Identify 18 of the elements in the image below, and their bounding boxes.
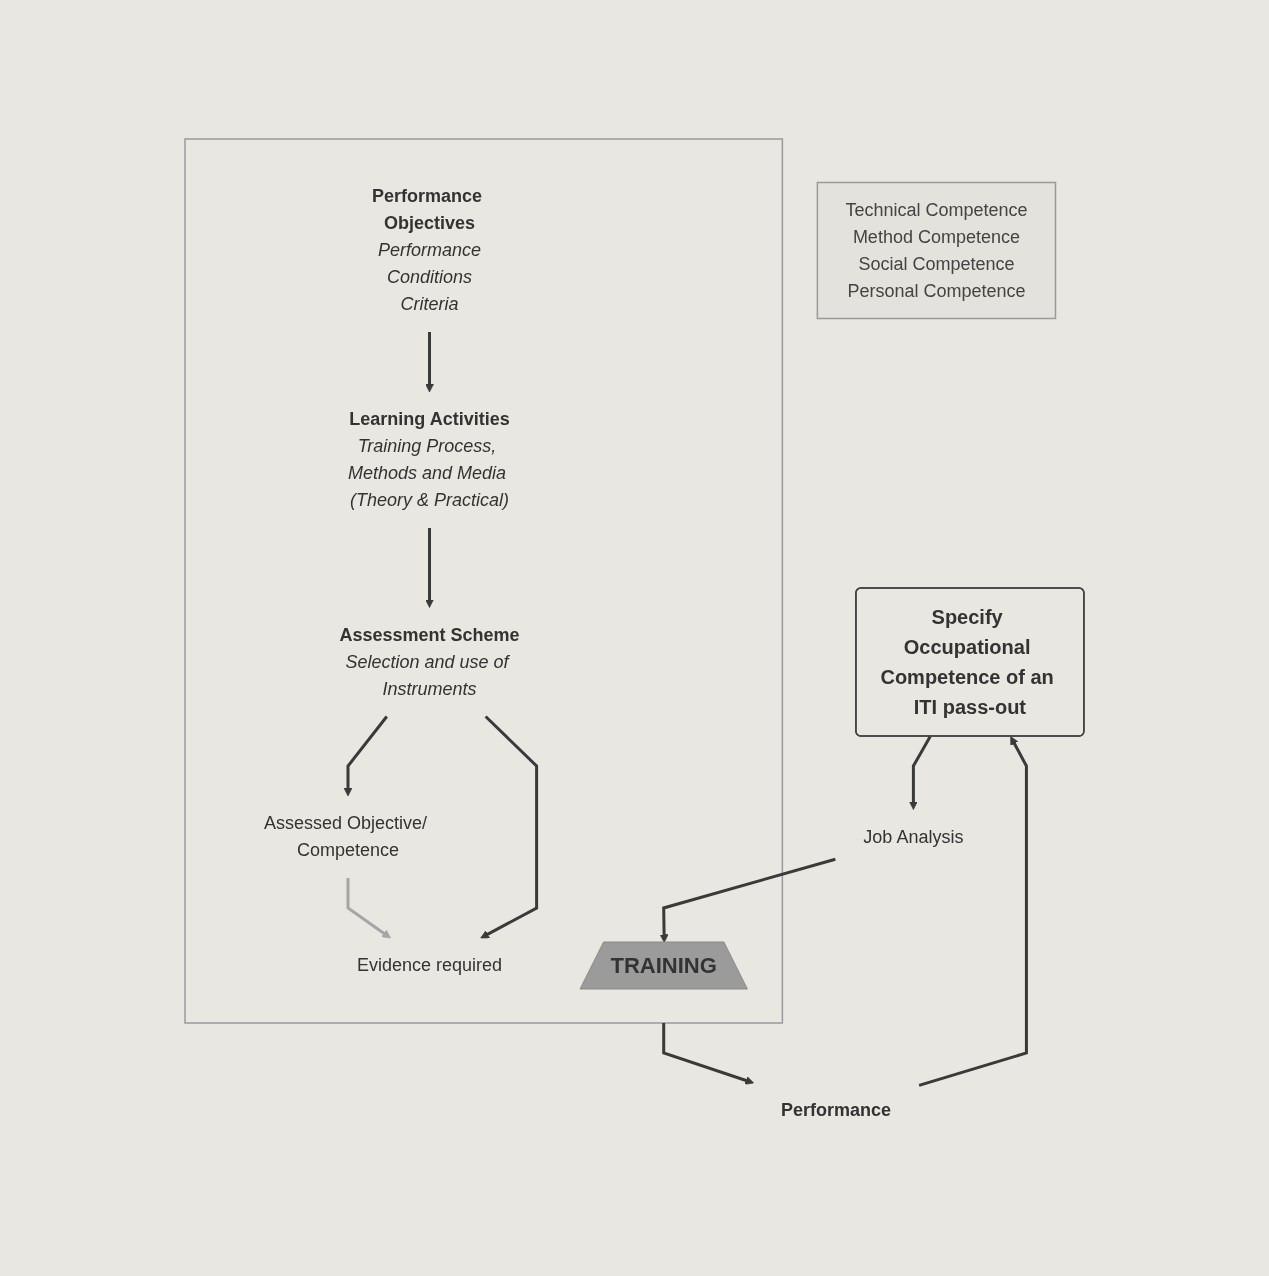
node-text: Assessment Scheme Selection and use of Instruments bbox=[339, 624, 520, 698]
node-text: Performance bbox=[781, 1099, 892, 1120]
arrow bbox=[662, 1022, 755, 1085]
node-box: Technical Competence Method Competence Social Competence Personal Competence bbox=[816, 181, 1057, 319]
node-text: Assessed Objective/ Competence bbox=[264, 812, 428, 860]
node-text: Learning Activities Training Process, Methods and Media (Theory & Practical) bbox=[347, 408, 510, 510]
node-text: Evidence required bbox=[357, 954, 503, 975]
arrow bbox=[343, 715, 388, 796]
arrow bbox=[659, 857, 836, 943]
arrow bbox=[909, 735, 932, 810]
node-text: Performance Objectives Performance Conditions Criteria bbox=[372, 185, 483, 314]
arrow bbox=[425, 331, 434, 392]
arrow bbox=[425, 527, 434, 608]
arrow bbox=[918, 735, 1028, 1087]
node-text: Job Analysis bbox=[863, 826, 964, 846]
arrow bbox=[480, 714, 539, 938]
arrow bbox=[346, 877, 391, 938]
cluster bbox=[184, 137, 784, 1024]
